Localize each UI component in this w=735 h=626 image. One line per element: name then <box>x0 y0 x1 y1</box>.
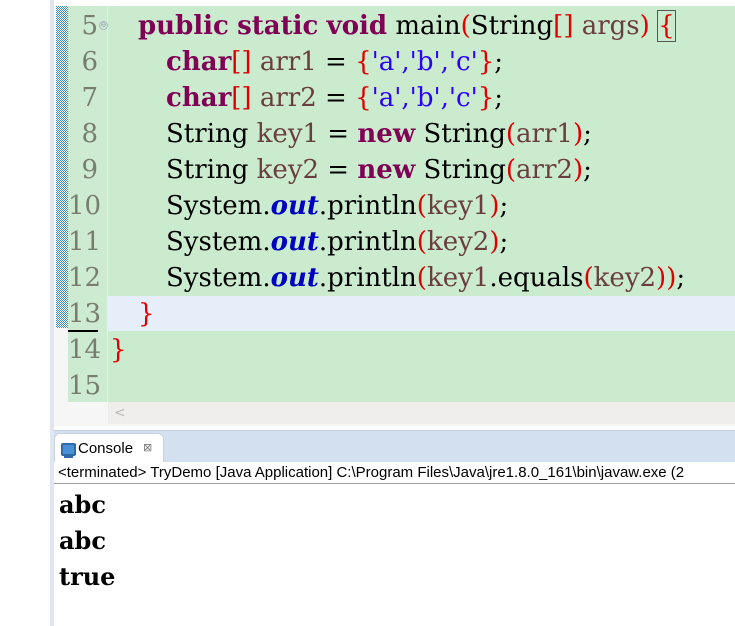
console-monitor-icon <box>61 443 76 458</box>
code-line-15[interactable]: 15 <box>54 368 735 404</box>
scroll-left-arrow-icon[interactable]: < <box>114 405 126 421</box>
code-text: } <box>110 335 127 365</box>
code-line-5[interactable]: 5 ⊖ public static void main(String[] arg… <box>54 8 735 44</box>
editor-top-strip <box>54 0 735 6</box>
line-number: 10 <box>68 191 102 221</box>
code-line-12[interactable]: 12 System.out.println(key1.equals(key2))… <box>54 260 735 296</box>
code-text: System.out.println(key1); <box>166 191 509 221</box>
gutter-separator <box>107 6 108 402</box>
code-area[interactable] <box>108 6 735 402</box>
code-editor[interactable]: 5 ⊖ public static void main(String[] arg… <box>54 0 735 426</box>
console-output-line: true <box>59 562 116 591</box>
code-text: String key2 = new String(arr2); <box>166 155 592 185</box>
code-line-7[interactable]: 7 char[] arr2 = {'a','b','c'}; <box>54 80 735 116</box>
console-tab-bar: Console ⊠ <box>54 430 735 465</box>
line-number: 9 <box>81 155 98 185</box>
line-number: 8 <box>81 119 98 149</box>
code-line-9[interactable]: 9 String key2 = new String(arr2); <box>54 152 735 188</box>
code-text: public static void main(String[] args) { <box>138 10 676 42</box>
current-line-highlight <box>108 296 735 331</box>
left-blank-area <box>0 0 50 626</box>
horizontal-scrollbar[interactable]: < <box>108 402 735 424</box>
code-line-11[interactable]: 11 System.out.println(key2); <box>54 224 735 260</box>
quick-diff-change-bar <box>56 6 68 328</box>
current-line-number-underline <box>68 330 98 332</box>
fold-collapse-icon[interactable]: ⊖ <box>99 21 108 30</box>
line-number: 14 <box>68 335 102 365</box>
line-number: 11 <box>68 227 102 257</box>
console-output-line: abc <box>59 526 106 555</box>
line-number-gutter <box>68 6 107 402</box>
code-text: String key1 = new String(arr1); <box>166 119 592 149</box>
line-number: 7 <box>81 83 98 113</box>
code-text: System.out.println(key2); <box>166 227 509 257</box>
console-process-status: <terminated> TryDemo [Java Application] … <box>54 462 735 484</box>
code-line-8[interactable]: 8 String key1 = new String(arr1); <box>54 116 735 152</box>
code-line-6[interactable]: 6 char[] arr1 = {'a','b','c'}; <box>54 44 735 80</box>
window-frame-border <box>50 0 54 626</box>
line-number: 13 <box>68 299 102 329</box>
close-icon[interactable]: ⊠ <box>143 441 153 454</box>
code-text: char[] arr1 = {'a','b','c'}; <box>166 47 504 77</box>
line-number: 5 <box>81 11 98 41</box>
line-number: 12 <box>68 263 102 293</box>
console-tab-label: Console <box>78 440 134 457</box>
console-output[interactable]: abc abc true <box>54 485 735 626</box>
code-line-13[interactable]: 13 } <box>54 296 735 332</box>
code-line-14[interactable]: 14 } <box>54 332 735 368</box>
console-output-line: abc <box>59 490 106 519</box>
line-number: 6 <box>81 47 98 77</box>
tab-console[interactable]: Console ⊠ <box>54 433 164 465</box>
code-text: } <box>138 299 155 329</box>
code-text: char[] arr2 = {'a','b','c'}; <box>166 83 504 113</box>
code-text: System.out.println(key1.equals(key2)); <box>166 263 686 293</box>
line-number: 15 <box>68 371 102 401</box>
code-line-10[interactable]: 10 System.out.println(key1); <box>54 188 735 224</box>
